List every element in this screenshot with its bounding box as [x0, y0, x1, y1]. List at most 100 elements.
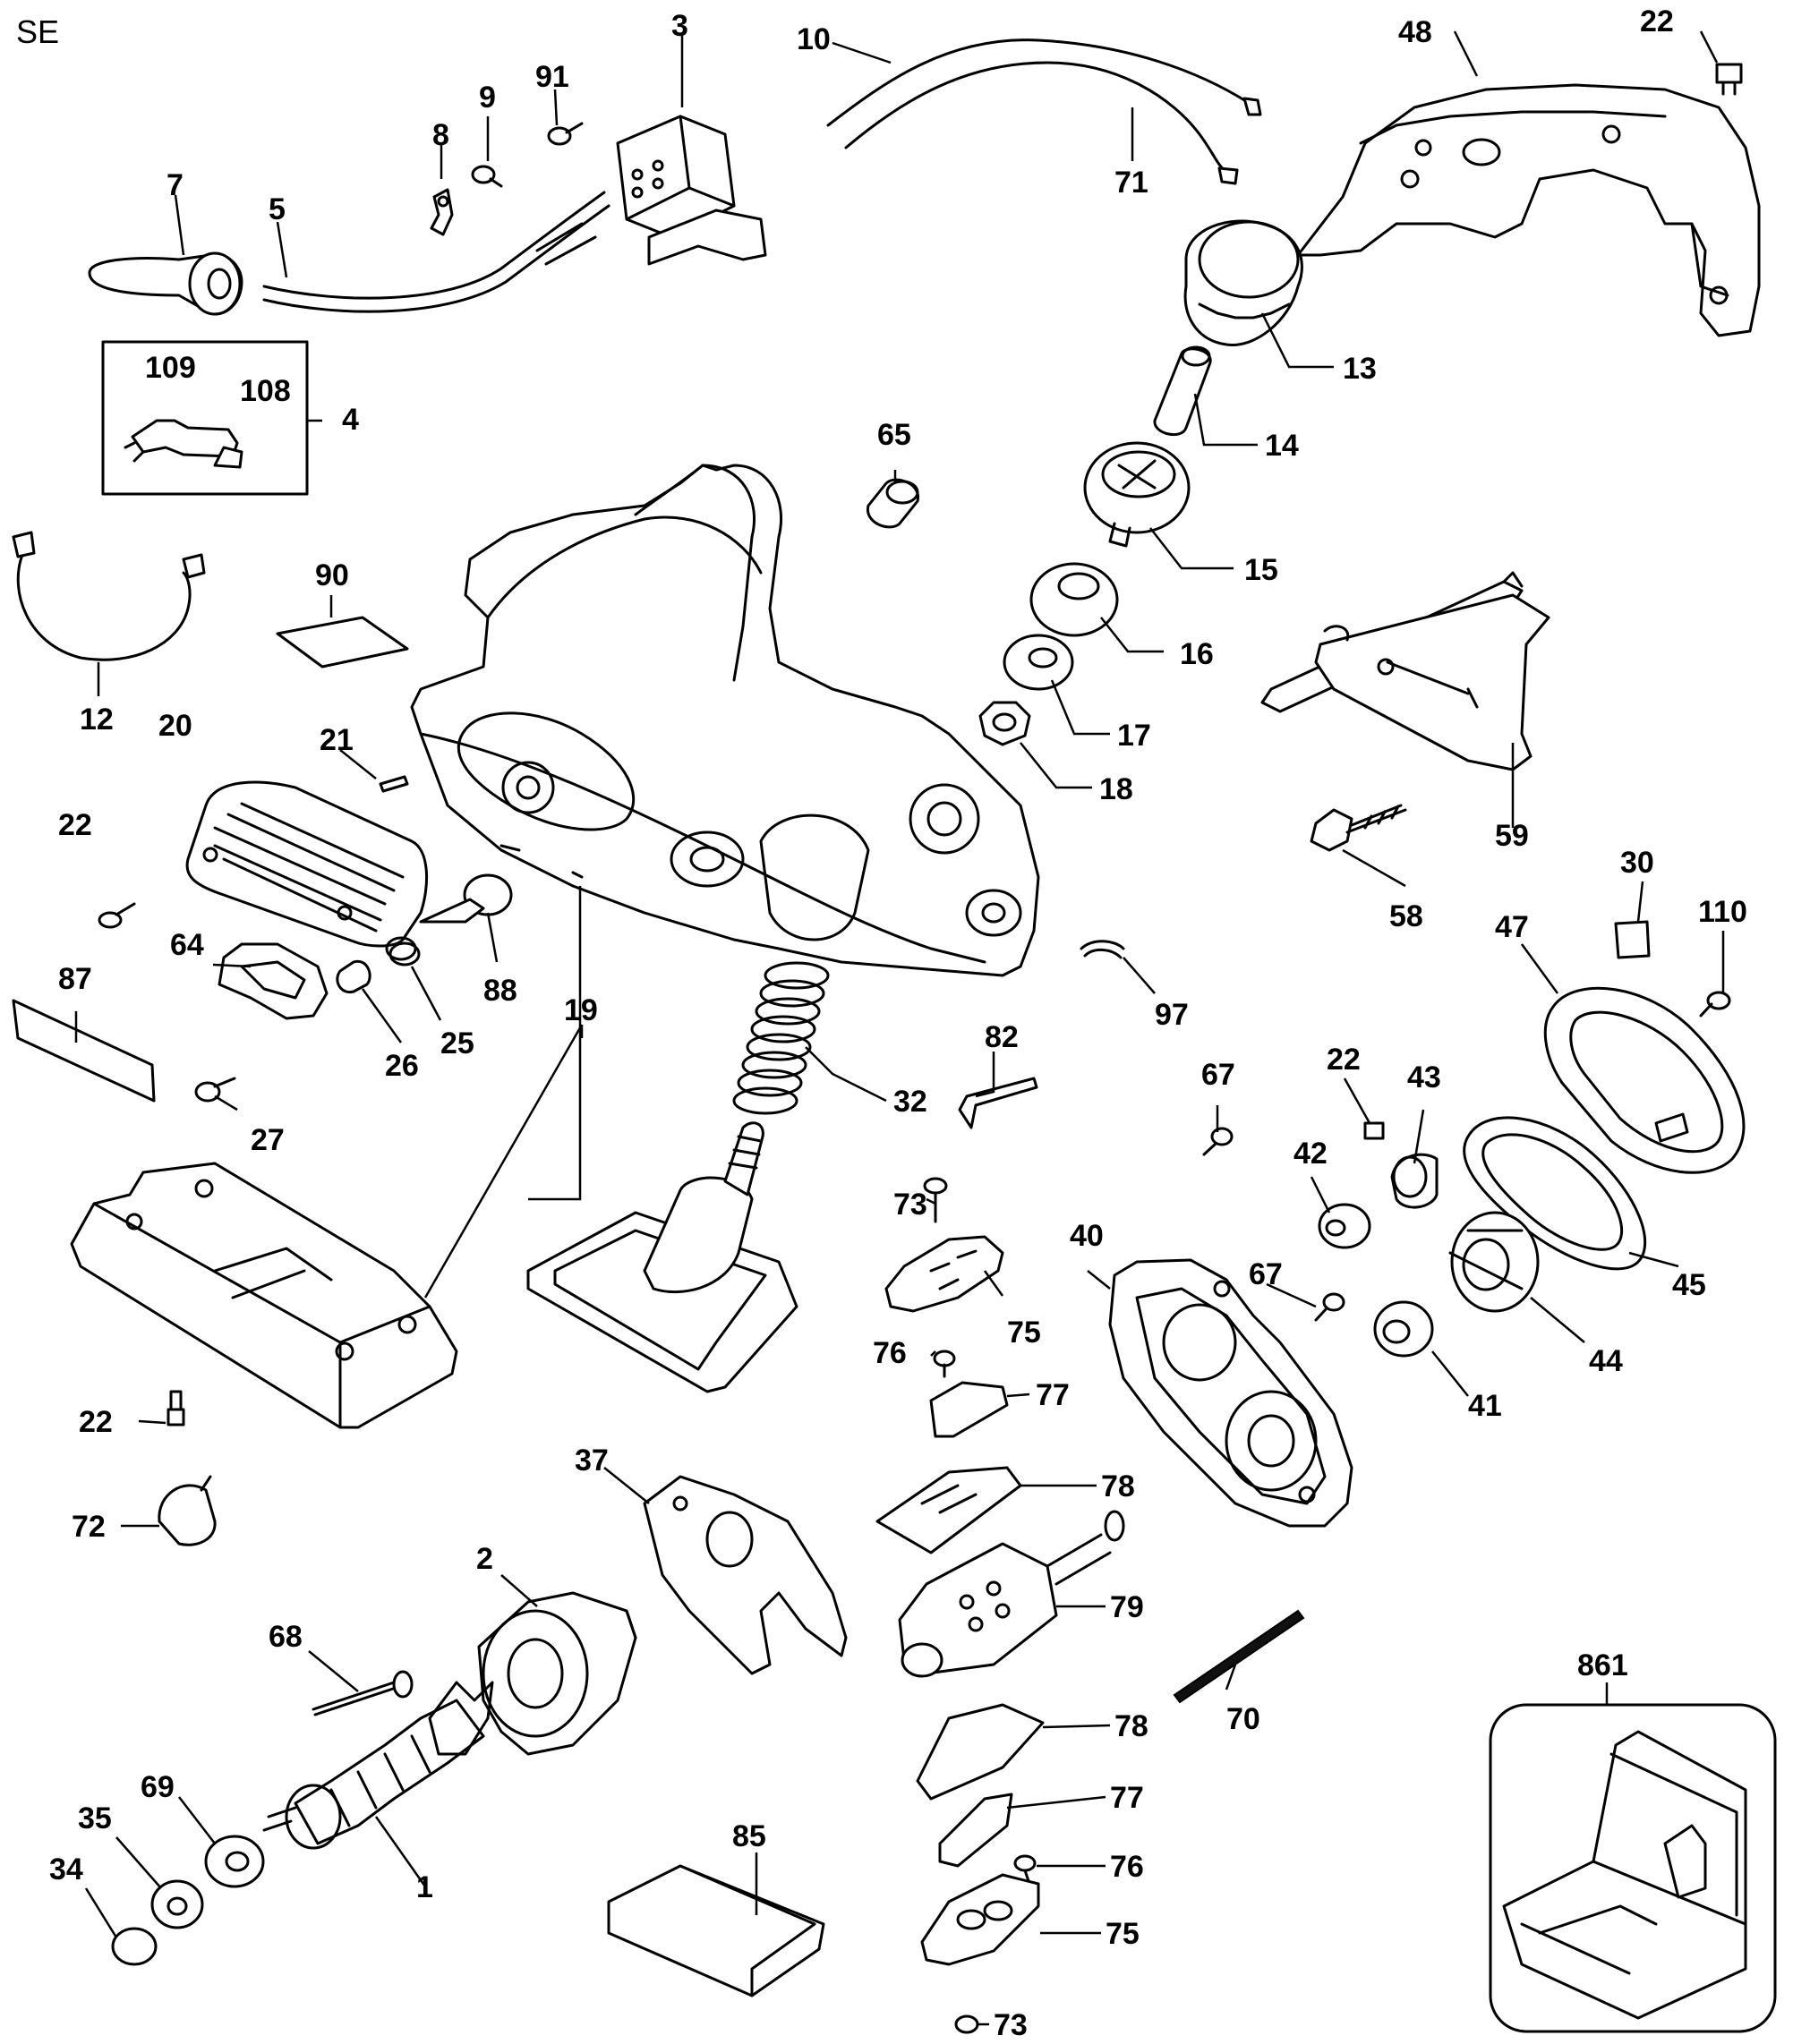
part-27-screw	[194, 1077, 236, 1103]
callout-79: 79	[1110, 1590, 1144, 1624]
callout-7: 7	[166, 168, 184, 202]
part-64-end-cap	[218, 942, 329, 1020]
part-1-armature	[262, 1681, 494, 1850]
callout-90: 90	[315, 558, 349, 592]
part-72-cord-clip	[158, 1475, 217, 1546]
part-35-bearing	[150, 1879, 204, 1929]
callout-71: 71	[1114, 166, 1148, 200]
part-45-drive-belt	[1463, 1116, 1647, 1271]
part-19-front-shoe	[526, 1121, 798, 1393]
callout-9: 9	[479, 81, 496, 115]
part-87-label	[12, 999, 156, 1103]
part-82-hex-key	[958, 1077, 1038, 1129]
part-17-washer	[1003, 634, 1074, 691]
callout-88: 88	[483, 974, 517, 1008]
part-76-screw-lower	[1013, 1854, 1037, 1886]
callout-82: 82	[985, 1020, 1019, 1054]
part-75-blade-holder-upper	[884, 1235, 1004, 1313]
callout-8: 8	[432, 118, 449, 152]
part-70-blade-strip	[1173, 1609, 1305, 1704]
callout-72: 72	[72, 1510, 106, 1544]
part-21-pin	[379, 775, 409, 793]
callout-78-lower: 78	[1114, 1709, 1148, 1743]
part-73-screw-lower	[954, 2014, 979, 2034]
callout-110: 110	[1698, 895, 1747, 929]
callout-22-top: 22	[1640, 4, 1674, 38]
part-67-screw-upper	[1202, 1127, 1234, 1156]
part-110-screw	[1699, 991, 1731, 1018]
part-58-locking-knob	[1310, 804, 1407, 852]
callout-22-left: 22	[58, 808, 92, 842]
callout-108: 108	[240, 374, 291, 408]
callout-77-lower: 77	[1110, 1781, 1144, 1815]
part-26-sleeve	[336, 959, 371, 994]
callout-35: 35	[78, 1801, 112, 1835]
callout-22-lower: 22	[79, 1405, 113, 1439]
part-5-power-cord	[262, 191, 610, 313]
part-861-carry-case	[1489, 1703, 1777, 2033]
part-10-internal-wire	[826, 38, 1262, 127]
callout-19: 19	[564, 993, 598, 1027]
corner-code: SE	[16, 13, 59, 50]
part-73-screw-upper	[923, 1177, 948, 1223]
part-59-fence	[1260, 571, 1550, 771]
callout-27: 27	[251, 1123, 285, 1157]
callout-3: 3	[671, 9, 688, 43]
callout-861: 861	[1577, 1648, 1628, 1682]
callout-44: 44	[1589, 1344, 1623, 1378]
callout-14: 14	[1265, 429, 1299, 463]
part-25-spring	[385, 936, 421, 967]
callout-26: 26	[385, 1049, 419, 1083]
part-8-terminal	[430, 188, 454, 236]
callout-75-lower: 75	[1106, 1917, 1140, 1951]
part-90-label	[276, 616, 409, 669]
part-79-cutterhead	[898, 1510, 1125, 1678]
callout-43: 43	[1407, 1060, 1441, 1094]
part-44-pulley	[1448, 1211, 1540, 1313]
callout-69: 69	[141, 1770, 175, 1804]
callout-76-upper: 76	[873, 1336, 907, 1370]
callout-18: 18	[1099, 772, 1133, 806]
callout-109: 109	[145, 351, 196, 385]
callout-30: 30	[1620, 846, 1654, 880]
callout-68: 68	[269, 1620, 303, 1654]
callout-65: 65	[877, 418, 911, 452]
callout-32: 32	[893, 1085, 927, 1119]
callout-21: 21	[320, 723, 354, 757]
callout-48: 48	[1398, 15, 1432, 49]
part-2-field	[477, 1591, 637, 1756]
part-18-nut	[978, 701, 1031, 746]
part-69-bearing	[204, 1835, 265, 1888]
part-7-strain-relief	[88, 251, 243, 316]
part-77-clamp-upper	[929, 1381, 1009, 1438]
part-67-screw-lower	[1314, 1292, 1345, 1322]
callout-37: 37	[575, 1444, 609, 1478]
part-88-knob	[419, 873, 513, 924]
callout-42: 42	[1294, 1137, 1328, 1171]
callout-5: 5	[269, 192, 286, 226]
callout-70: 70	[1226, 1702, 1260, 1736]
part-22-screw-left	[98, 902, 136, 929]
callout-16: 16	[1180, 637, 1214, 671]
part-34-cap	[111, 1927, 158, 1966]
callout-17: 17	[1117, 719, 1151, 753]
part-30-label	[1614, 920, 1651, 959]
callout-40: 40	[1070, 1219, 1104, 1253]
callout-73-upper: 73	[893, 1188, 927, 1222]
part-22-screw-mid	[1363, 1121, 1385, 1140]
callout-87: 87	[58, 962, 92, 996]
part-37-baffle	[643, 1475, 848, 1675]
part-20-side-cover	[185, 780, 429, 948]
callout-10: 10	[797, 22, 831, 56]
callout-64: 64	[170, 928, 204, 962]
callout-2: 2	[476, 1542, 493, 1576]
callout-76-lower: 76	[1110, 1850, 1144, 1884]
callout-41: 41	[1468, 1389, 1502, 1423]
callout-47: 47	[1495, 910, 1529, 944]
part-3-switch	[616, 115, 767, 266]
callout-77-upper: 77	[1036, 1378, 1070, 1412]
callout-73-lower: 73	[994, 2008, 1028, 2042]
part-78-blade-lower	[916, 1703, 1045, 1801]
callout-58: 58	[1389, 899, 1423, 933]
